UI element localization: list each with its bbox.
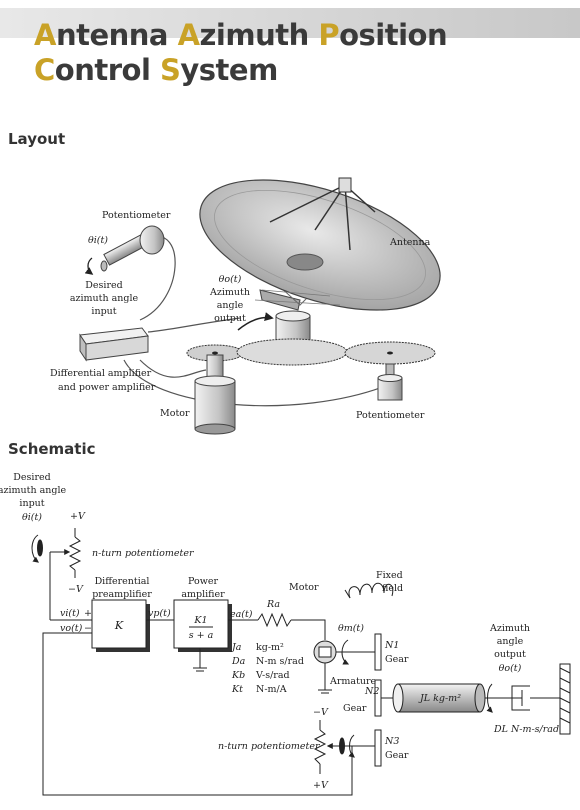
sch-gear-1: Gear — [385, 654, 409, 665]
label-desired-3: input — [91, 306, 116, 317]
label-amp-1: Differential amplifier — [50, 368, 152, 379]
sch-fixed-1: Fixed — [376, 570, 403, 581]
gear-n3 — [375, 730, 381, 766]
sch-dl: DL N-m-s/rad — [493, 724, 559, 735]
label-potentiometer-bottom: Potentiometer — [356, 410, 425, 421]
sch-param-sym: Ja — [230, 642, 242, 653]
label-azimuth-3: output — [214, 313, 246, 324]
sch-theta-m: θm(t) — [338, 623, 364, 634]
sch-vo: vo(t) — [60, 623, 83, 634]
sch-nturn-bottom: n-turn potentiometer — [218, 741, 321, 752]
sch-az-out-1: Azimuth — [489, 623, 530, 634]
layout-illustration: Potentiometer θi(t) Desired azimuth angl… — [50, 154, 456, 434]
sch-az-out-3: output — [494, 649, 526, 660]
sch-plus-v-top: +V — [70, 511, 86, 522]
sch-preamp-2: preamplifier — [92, 589, 152, 600]
feedback-knob — [340, 738, 345, 754]
motor-brush — [319, 647, 331, 657]
armature-resistor — [258, 614, 291, 626]
wire — [291, 620, 325, 640]
sch-fixed-2: field — [382, 583, 403, 594]
sch-desired-1: Desired — [13, 472, 50, 483]
gear-main — [237, 339, 347, 365]
label-azimuth-1: Azimuth — [209, 287, 250, 298]
sch-gear-2: Gear — [343, 703, 367, 714]
sch-param-sym: Da — [231, 656, 246, 667]
sch-theta-i: θi(t) — [22, 512, 42, 523]
schematic-labels: Desired azimuth angle input θi(t) +V −V … — [0, 472, 559, 791]
gear-n1 — [375, 634, 381, 670]
label-antenna: Antenna — [389, 237, 431, 248]
input-potentiometer — [88, 226, 164, 274]
label-theta-o: θo(t) — [219, 274, 242, 285]
sch-preamp-1: Differential — [95, 576, 150, 587]
sch-n3: N3 — [384, 736, 399, 747]
sch-ra: Ra — [266, 599, 280, 610]
label-desired-1: Desired — [85, 280, 122, 291]
input-pot-resistor — [70, 537, 80, 570]
amplifier-box — [80, 328, 148, 360]
sch-desired-2: azimuth angle — [0, 485, 67, 496]
feedback-wire — [43, 633, 352, 795]
sch-k1-num: K1 — [193, 615, 207, 626]
sch-minus-v-top: −V — [68, 584, 84, 595]
sch-param-unit: kg-m² — [256, 642, 284, 653]
sch-param-unit: N-m s/rad — [256, 656, 304, 667]
load-end — [475, 684, 485, 712]
sch-k1-den: s + a — [189, 630, 214, 641]
sch-minus-v-bottom: −V — [313, 707, 329, 718]
sch-n1: N1 — [384, 640, 399, 651]
sch-nturn-top: n-turn potentiometer — [92, 548, 195, 559]
sch-n2: N2 — [364, 686, 379, 697]
label-motor: Motor — [160, 408, 190, 419]
sch-param-unit: N-m/A — [256, 684, 287, 695]
sch-param-sym: Kt — [231, 684, 243, 695]
load-end — [393, 684, 403, 712]
sch-param-unit: V-s/rad — [255, 670, 290, 681]
input-knob — [38, 540, 43, 556]
sch-az-out-2: angle — [497, 636, 524, 647]
sch-power-amp-2: amplifier — [181, 589, 225, 600]
sch-desired-3: input — [19, 498, 44, 509]
sch-plus-sign: + — [84, 608, 92, 619]
label-azimuth-2: angle — [217, 300, 244, 311]
feedback-potentiometer — [378, 364, 402, 400]
label-potentiometer-top: Potentiometer — [102, 210, 171, 221]
gear-feedback — [345, 342, 435, 364]
sch-k-gain: K — [114, 619, 124, 632]
label-desired-2: azimuth angle — [70, 293, 139, 304]
sch-theta-o: θo(t) — [499, 663, 522, 674]
sch-power-amp-1: Power — [188, 576, 218, 587]
sch-plus-v-bottom: +V — [313, 780, 329, 791]
sch-minus-sign: − — [84, 623, 92, 634]
wire — [124, 360, 388, 406]
label-theta-i: θi(t) — [88, 235, 108, 246]
motor-body — [195, 355, 235, 434]
sch-motor: Motor — [289, 582, 319, 593]
sch-ea: ea(t) — [230, 609, 253, 620]
label-amp-2: and power amplifier — [58, 382, 156, 393]
sch-param-sym: Kb — [231, 670, 245, 681]
sch-vi: vi(t) — [60, 608, 80, 619]
sch-vp: vp(t) — [148, 608, 171, 619]
sch-load: JL kg-m² — [418, 693, 461, 704]
sch-gear-3: Gear — [385, 750, 409, 761]
